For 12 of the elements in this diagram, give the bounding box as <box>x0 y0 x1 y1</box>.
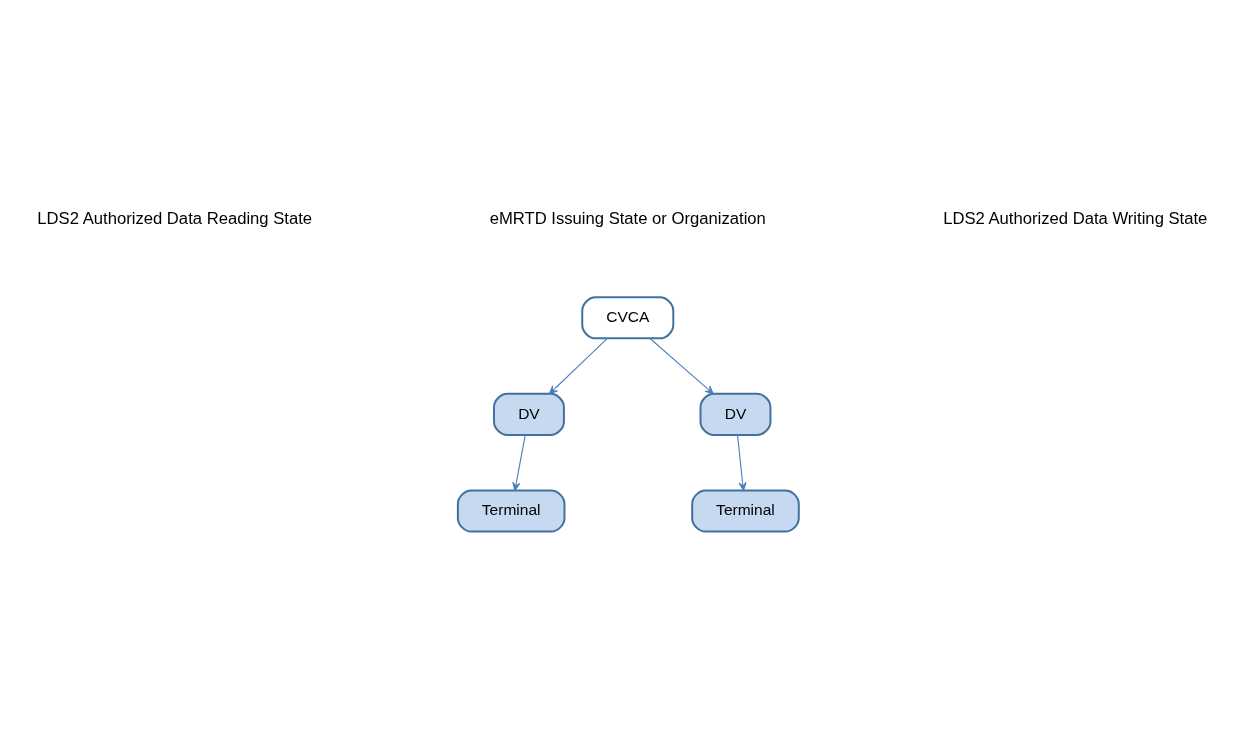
arrow <box>548 337 608 394</box>
label: LDS2 Authorized Data Reading State <box>37 208 313 228</box>
node-box: DV <box>699 392 772 436</box>
label: eMRTD Issuing State or Organization <box>489 208 766 228</box>
label: LDS2 Authorized Data Writing State <box>943 208 1208 228</box>
arrow <box>512 434 526 491</box>
node-box: Terminal <box>691 488 800 533</box>
arrow <box>737 434 747 491</box>
arrow <box>649 337 714 394</box>
node-box: CVCA <box>581 295 675 339</box>
node-box: Terminal <box>456 488 566 533</box>
node-box: DV <box>492 392 565 436</box>
